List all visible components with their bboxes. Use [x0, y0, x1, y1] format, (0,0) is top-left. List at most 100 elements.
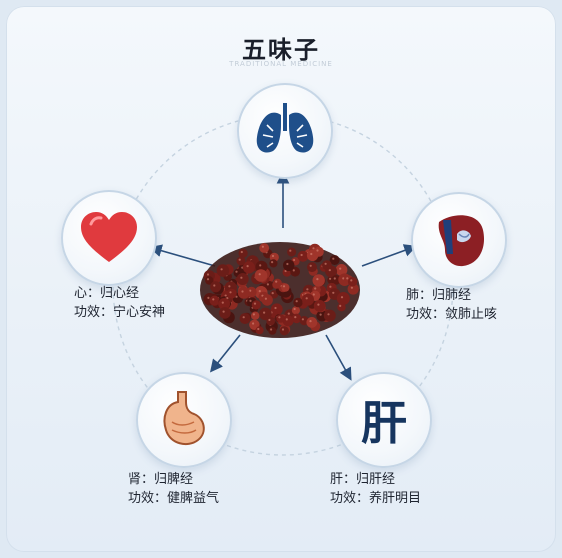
heart-effect-text: 功效：宁心安神: [74, 305, 166, 320]
berry: [307, 262, 317, 273]
berry: [297, 250, 309, 262]
berry-highlight: [286, 262, 289, 266]
arrow-to-liver: [325, 334, 352, 381]
berry-highlight: [274, 306, 277, 310]
berry-highlight: [271, 292, 274, 295]
berry: [259, 243, 270, 253]
berry-highlight: [319, 313, 322, 316]
berry-highlight: [301, 318, 304, 321]
liver-label: 肝：归肝经 功效：养肝明目: [330, 470, 421, 508]
spleen-label: 肾：归脾经 功效：健脾益气: [128, 470, 219, 508]
berry-highlight: [263, 311, 266, 314]
berry-highlight: [253, 302, 257, 305]
berry: [237, 286, 250, 299]
berry: [281, 283, 290, 292]
berry-highlight: [312, 247, 315, 250]
berry-highlight: [327, 313, 330, 316]
schisandra-berries-image: [200, 242, 360, 338]
berry-highlight: [220, 268, 223, 271]
berry: [269, 290, 279, 299]
berry-highlight: [207, 296, 210, 299]
berry-highlight: [206, 273, 210, 276]
berry-highlight: [252, 322, 255, 325]
berry: [255, 260, 268, 273]
berry: [216, 264, 230, 277]
lungs-icon: [256, 103, 314, 153]
berry: [335, 264, 348, 276]
berry: [329, 255, 340, 265]
berry-highlight: [249, 289, 252, 292]
berry: [242, 261, 255, 274]
berry-highlight: [271, 261, 274, 264]
berry-highlight: [294, 316, 297, 319]
berry-highlight: [309, 264, 312, 267]
berry: [336, 292, 350, 305]
berry-highlight: [246, 265, 249, 268]
lung-label: 肺：归肺经 功效：敛肺止咳: [406, 286, 497, 324]
berry-highlight: [346, 277, 349, 280]
spleen-effect-text: 功效：健脾益气: [128, 491, 220, 506]
lung-node: [237, 83, 333, 179]
heart-icon: [81, 212, 137, 262]
berry-highlight: [329, 277, 332, 280]
berry-highlight: [316, 278, 319, 281]
berry-highlight: [312, 293, 315, 296]
berry: [322, 260, 332, 270]
berry: [219, 307, 231, 319]
berry-highlight: [228, 285, 231, 288]
berry-highlight: [241, 290, 244, 293]
berry: [261, 294, 273, 306]
berry-highlight: [258, 290, 261, 293]
lung-meridian-text: 肺：归肺经: [406, 288, 472, 303]
heart-label: 心：归心经 功效：宁心安神: [74, 284, 165, 322]
berry-highlight: [300, 253, 303, 257]
berry-highlight: [292, 269, 295, 272]
berry: [205, 276, 214, 285]
berry-highlight: [309, 320, 312, 323]
berry-highlight: [212, 298, 215, 301]
berry: [239, 313, 251, 324]
berry: [238, 248, 248, 258]
spleen-node: [136, 372, 232, 468]
berry-highlight: [310, 252, 313, 256]
berry: [218, 298, 230, 310]
diagram-title: 五味子: [242, 36, 320, 64]
spleen-meridian-text: 肾：归脾经: [128, 472, 194, 487]
berry: [291, 306, 300, 315]
berry-highlight: [329, 285, 332, 288]
berry-highlight: [235, 270, 238, 273]
berry-highlight: [342, 277, 345, 280]
berry-highlight: [278, 316, 281, 319]
berry-highlight: [224, 294, 227, 297]
berry: [251, 311, 260, 320]
berry-highlight: [275, 280, 278, 283]
berry-highlight: [305, 297, 308, 300]
berry-highlight: [222, 310, 225, 313]
berry-highlight: [333, 277, 336, 280]
berry-highlight: [206, 278, 210, 281]
berry: [282, 315, 294, 327]
diagram-subtitle: TRADITIONAL MEDICINE: [229, 60, 333, 68]
berry-highlight: [293, 258, 296, 262]
berry: [337, 303, 346, 312]
berry: [313, 300, 326, 312]
berry: [306, 317, 318, 328]
berry: [312, 274, 325, 287]
berry-highlight: [257, 327, 260, 331]
berry-highlight: [240, 276, 243, 279]
berry: [347, 277, 358, 287]
berry-highlight: [221, 301, 224, 304]
berry: [283, 259, 295, 271]
liver-organ-icon: [438, 215, 485, 267]
berry: [269, 259, 278, 268]
berry-highlight: [268, 318, 271, 321]
berry-highlight: [293, 307, 296, 311]
arrow-to-right: [361, 244, 418, 267]
berry-highlight: [240, 250, 243, 254]
berry-highlight: [284, 269, 287, 273]
berry-highlight: [328, 269, 331, 272]
berry-highlight: [252, 313, 255, 316]
berry: [255, 326, 264, 335]
berry-highlight: [270, 328, 273, 331]
berry-highlight: [259, 264, 262, 267]
